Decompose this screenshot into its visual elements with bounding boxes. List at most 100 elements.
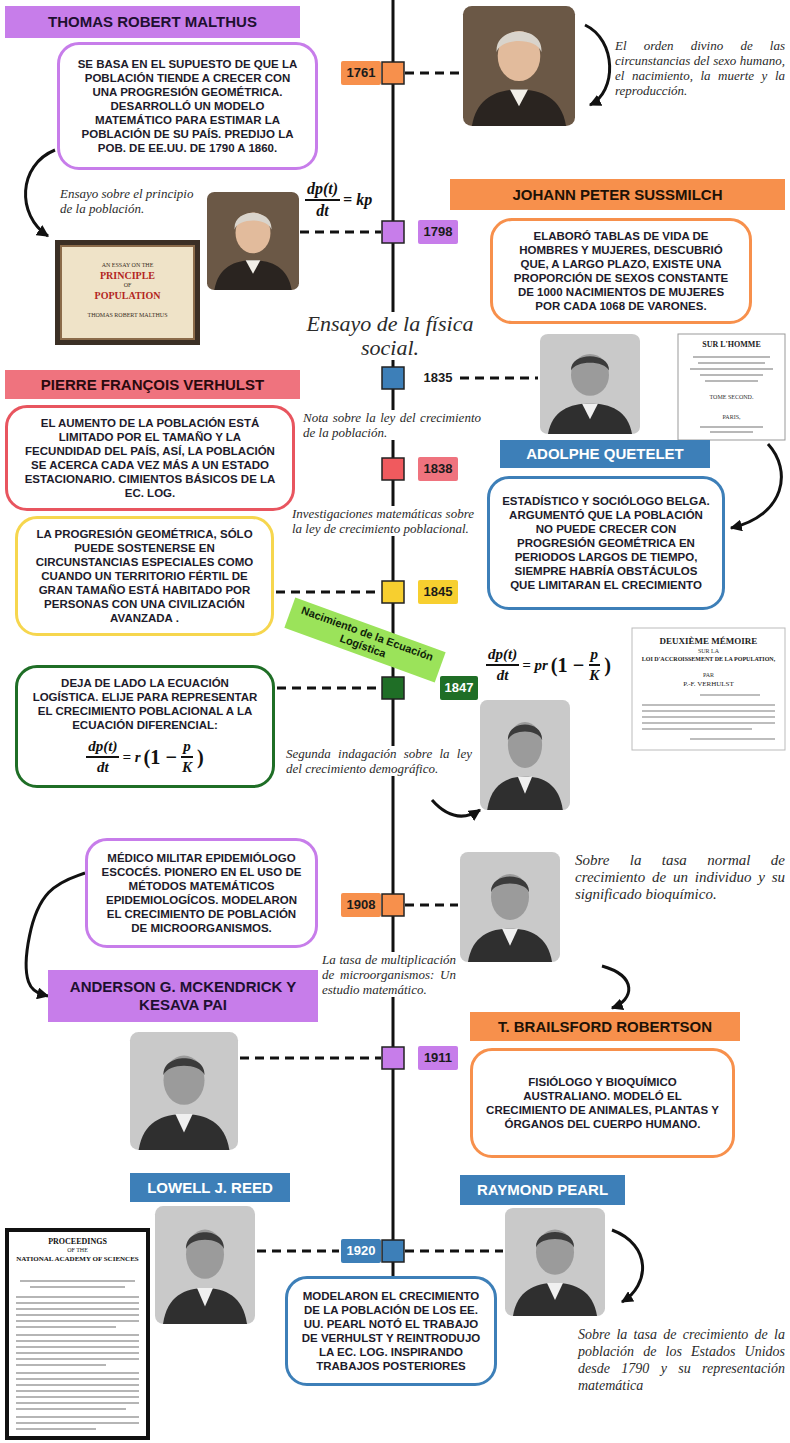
- memoir-page: [642, 728, 752, 730]
- leader-dash: [240, 1057, 381, 1060]
- curved-arrow: [585, 25, 610, 105]
- book-page: [700, 374, 763, 376]
- fraction: dp(t)dt: [486, 646, 519, 685]
- caption-text: Sobre la tasa normal de crecimiento de u…: [575, 852, 785, 903]
- name-banner: JOHANN PETER SUSSMILCH: [450, 179, 785, 210]
- year-marker: [382, 1240, 404, 1262]
- portrait-mckendrick: [130, 1032, 238, 1150]
- formula: dp(t)dt= r(1 −pK): [30, 738, 260, 777]
- formula-text: ): [197, 746, 204, 769]
- curved-arrow: [731, 444, 781, 528]
- caption-text: Sobre la tasa de crecimiento de la pobla…: [578, 1326, 785, 1394]
- leader-dash: [277, 687, 381, 690]
- year-marker: [382, 1047, 404, 1069]
- node-text: LA PROGRESIÓN GEOMÉTRICA, SÓLO PUEDE SOS…: [30, 527, 259, 625]
- year-marker: [382, 221, 404, 243]
- book-cover: [55, 240, 200, 345]
- fraction: pK: [180, 738, 194, 777]
- memoir-page: [642, 710, 775, 712]
- portrait-malthus: [207, 192, 299, 290]
- formula-text: ): [604, 654, 611, 677]
- node-text: MÉDICO MILITAR EPIDEMIÓLOGO ESCOCÉS. PIO…: [100, 851, 303, 935]
- book-page: [698, 362, 765, 364]
- formula-text: = pr: [522, 657, 548, 674]
- book-page: [700, 426, 763, 428]
- node-text: JOHANN PETER SUSSMILCH: [458, 186, 777, 204]
- node-text: EL AUMENTO DE LA POBLACIÓN ESTÁ LIMITADO…: [20, 416, 280, 500]
- journal-page: [16, 1408, 126, 1410]
- year-marker: [382, 458, 404, 480]
- journal-page: [16, 1364, 106, 1366]
- formula-text: p: [589, 646, 601, 666]
- fraction: dp(t)dt: [86, 738, 119, 777]
- year-tag: 1847: [440, 676, 478, 700]
- node-text: T. BRAILSFORD ROBERTSON: [478, 1018, 732, 1036]
- portrait-reed: [155, 1206, 255, 1324]
- text-box: LA PROGRESIÓN GEOMÉTRICA, SÓLO PUEDE SOS…: [15, 516, 274, 636]
- curved-arrow: [612, 1230, 643, 1302]
- node-text: 1835: [418, 369, 458, 387]
- document-text: PARIS,: [681, 414, 782, 421]
- name-banner: ADOLPHE QUETELET: [500, 440, 710, 468]
- formula-text: = kp: [343, 191, 372, 209]
- memoir-page: [642, 694, 775, 740]
- journal-page: [16, 1402, 139, 1404]
- caption-text: El orden divino de las circunstancias de…: [615, 38, 785, 98]
- year-tag: 1920: [341, 1239, 381, 1263]
- formula-text: dp(t): [486, 646, 519, 666]
- year-tag: 1838: [418, 457, 458, 481]
- node-text: FISIÓLOGO Y BIOQUÍMICO AUSTRALIANO. MODE…: [485, 1075, 720, 1131]
- book-page: [678, 334, 785, 440]
- portrait-verhulst: [480, 700, 570, 810]
- memoir-page: [642, 716, 775, 718]
- document-text: SUR L'HOMME: [681, 340, 782, 349]
- document-text: OF: [63, 282, 192, 289]
- name-banner: LOWELL J. REED: [130, 1173, 290, 1202]
- name-banner: PIERRE FRANÇOIS VERHULST: [5, 370, 300, 399]
- journal-page: [16, 1280, 139, 1430]
- document-text: TOME SECOND.: [681, 394, 782, 401]
- journal-page: [16, 1416, 139, 1418]
- caption-text: Ensayo sobre el principio de la població…: [60, 186, 205, 216]
- portrait-mckendrick: [130, 1032, 238, 1150]
- name-banner: RAYMOND PEARL: [460, 1175, 625, 1205]
- portrait-pearl: [505, 1208, 605, 1316]
- year-marker: [382, 581, 404, 603]
- node-text: THOMAS ROBERT MALTHUS: [13, 13, 292, 31]
- name-banner: ANDERSON G. MCKENDRICK Y KESAVA PAI: [48, 970, 318, 1022]
- book-page: [678, 334, 785, 440]
- caption-text: La tasa de multiplicación de microorgani…: [322, 952, 456, 997]
- leader-dash: [405, 72, 461, 75]
- formula-text: dt: [95, 758, 111, 776]
- document-text: PRINCIPLE: [63, 270, 192, 281]
- document-text: THOMAS ROBERT MALTHUS: [63, 312, 192, 319]
- node-text: 1798: [418, 223, 458, 241]
- text-box: DEJA DE LADO LA ECUACIÓN LOGÍSTICA. ELIJ…: [15, 665, 275, 788]
- node-text: ELABORÓ TABLAS DE VIDA DE HOMBRES Y MUJE…: [505, 229, 737, 313]
- memoir-page: [642, 704, 775, 706]
- memoir-page: [642, 722, 775, 724]
- journal-page: [16, 1308, 139, 1310]
- leader-dash: [276, 591, 381, 594]
- document-text: SUR LA: [635, 648, 782, 655]
- document-text: OF THE: [12, 1247, 143, 1254]
- formula-text: dt: [314, 201, 330, 220]
- document-text: LOI D'ACCROISSEMENT DE LA POPULATION,: [635, 656, 782, 663]
- text-box: MODELARON EL CRECIMIENTO DE LA POBLACIÓN…: [285, 1276, 497, 1386]
- node-text: 1761: [341, 64, 381, 82]
- formula-text: K: [587, 666, 601, 684]
- formula-text: = r: [122, 749, 140, 766]
- node-text: MODELARON EL CRECIMIENTO DE LA POBLACIÓN…: [300, 1289, 482, 1373]
- node-text: ANDERSON G. MCKENDRICK Y KESAVA PAI: [56, 978, 310, 1014]
- portrait-quetelet: [540, 334, 640, 434]
- journal-page: [16, 1358, 139, 1360]
- node-text: DEJA DE LADO LA ECUACIÓN LOGÍSTICA. ELIJ…: [30, 676, 260, 732]
- formula-text: p: [181, 738, 193, 758]
- portrait-sussmilch: [463, 6, 575, 126]
- node-text: RAYMOND PEARL: [468, 1181, 617, 1199]
- text-box: ESTADÍSTICO Y SOCIÓLOGO BELGA. ARGUMENTÓ…: [487, 476, 725, 610]
- formula-text: (1 −: [551, 654, 584, 677]
- formula: dp(t)dt= kp: [305, 180, 372, 221]
- book-page: [690, 368, 773, 370]
